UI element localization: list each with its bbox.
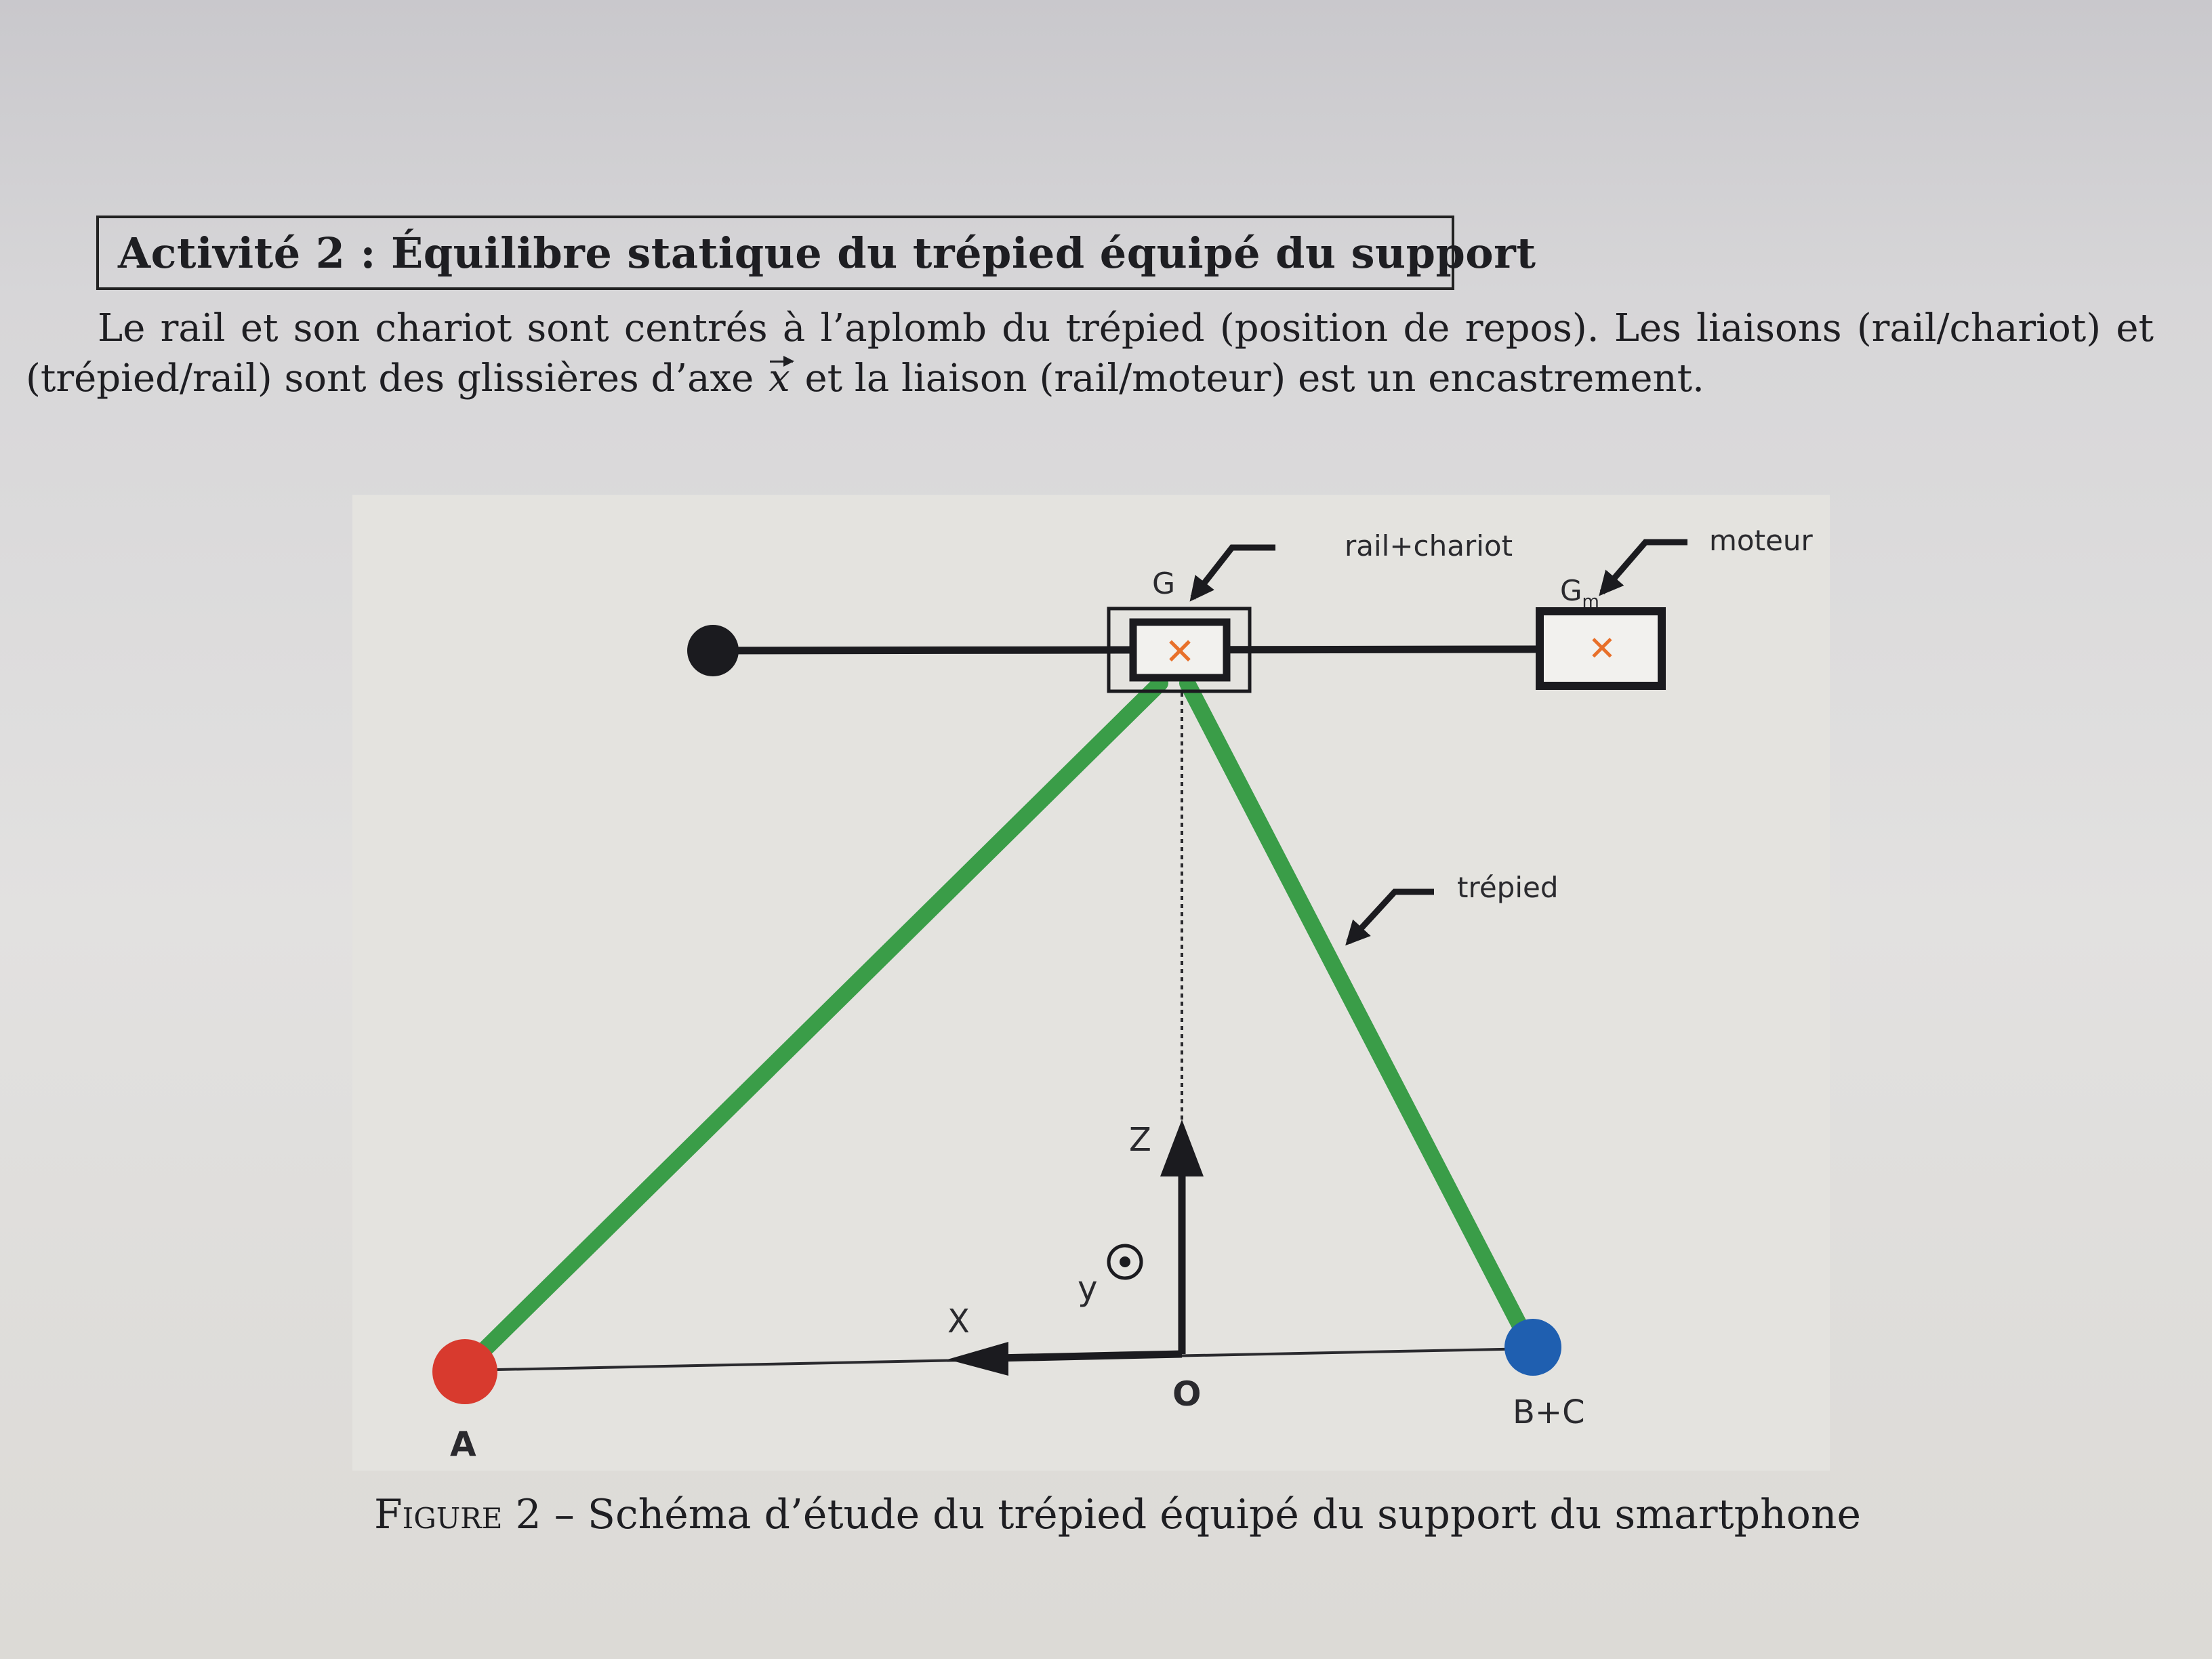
label-G: G xyxy=(1152,567,1175,601)
label-A: A xyxy=(450,1425,476,1464)
label-BC: B+C xyxy=(1513,1393,1585,1431)
label-Gm-base: G xyxy=(1560,574,1582,607)
activity-title-text: Activité 2 : Équilibre statique du trépi… xyxy=(118,228,1536,278)
y-axis-dot xyxy=(1120,1256,1130,1267)
label-Gm-subscript: m xyxy=(1582,592,1599,612)
figure-caption: Figure 2 – Schéma d’étude du trépied équ… xyxy=(374,1491,1861,1538)
motor-box xyxy=(1536,607,1666,690)
figure-number: Figure 2 xyxy=(374,1491,541,1538)
label-z-axis: Z xyxy=(1129,1121,1151,1159)
label-y-axis: y xyxy=(1078,1269,1098,1308)
z-arrow-head xyxy=(1160,1120,1204,1176)
paragraph-line-1: Le rail et son chariot sont centrés à l’… xyxy=(98,306,2154,350)
point-A-marker xyxy=(432,1339,497,1404)
moteur-pointer-arrow xyxy=(1599,539,1687,596)
x-arrow-head xyxy=(947,1342,1008,1376)
paragraph-line-2-end: et la liaison (rail/moteur) est un encas… xyxy=(792,356,1704,401)
caption-separator: – xyxy=(541,1491,588,1538)
label-trepied: trépied xyxy=(1457,871,1558,904)
vector-x-symbol: x xyxy=(766,354,794,404)
paragraph-line-2: (trépied/rail) sont des glissières d’axe… xyxy=(26,354,2154,404)
tripod-leg-right xyxy=(1179,675,1536,1349)
rail-end-point xyxy=(687,625,739,676)
activity-title: Activité 2 : Équilibre statique du trépi… xyxy=(96,216,1536,290)
motor-center-mark: ✕ xyxy=(1588,629,1616,668)
trepied-pointer-arrow xyxy=(1345,888,1434,946)
chariot-outer-box xyxy=(1107,607,1252,693)
x-axis-arrow xyxy=(996,1350,1183,1362)
y-axis-out-of-plane-icon xyxy=(1107,1244,1143,1280)
caption-text: Schéma d’étude du trépied équipé du supp… xyxy=(587,1491,1861,1538)
label-x-axis: X xyxy=(947,1303,970,1340)
label-moteur: moteur xyxy=(1709,524,1814,557)
rail-chariot-pointer-arrow xyxy=(1189,544,1275,602)
rail-bar xyxy=(712,645,1539,655)
label-O: O xyxy=(1172,1374,1202,1414)
label-Gm: Gm xyxy=(1560,574,1599,612)
chariot-inner-box xyxy=(1129,618,1231,682)
intro-paragraph: Le rail et son chariot sont centrés à l’… xyxy=(26,304,2154,404)
label-rail-chariot: rail+chariot xyxy=(1345,529,1513,562)
point-BC-marker xyxy=(1504,1319,1561,1376)
paragraph-line-2-start: (trépied/rail) sont des glissières d’axe xyxy=(26,356,766,401)
chariot-center-mark: ✕ xyxy=(1164,630,1195,673)
tripod-leg-left xyxy=(459,675,1168,1374)
